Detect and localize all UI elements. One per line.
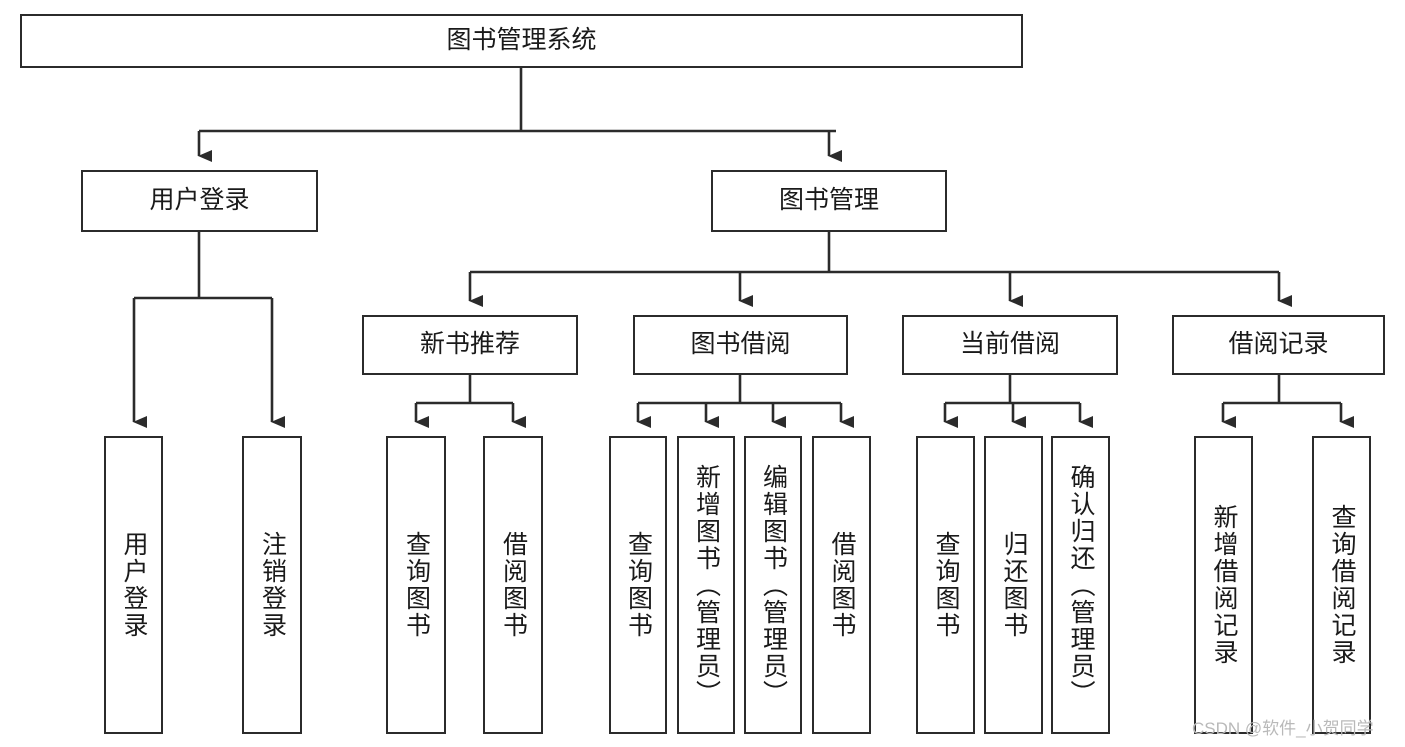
- node-leaf-query-book-1-label: 查询图书: [402, 531, 431, 639]
- node-leaf-return-book[interactable]: 归还图书: [984, 436, 1043, 734]
- node-root-label: 图书管理系统: [446, 26, 597, 55]
- node-leaf-add-book[interactable]: 新增图书（管理员）: [677, 436, 735, 734]
- node-leaf-return-book-label: 归还图书: [1000, 531, 1028, 639]
- node-leaf-borrow-book-1-label: 借阅图书: [499, 531, 528, 639]
- node-leaf-query-record[interactable]: 查询借阅记录: [1312, 436, 1371, 734]
- node-leaf-add-record-label: 新增借阅记录: [1210, 504, 1238, 666]
- node-book-manage[interactable]: 图书管理: [711, 170, 947, 232]
- node-user-login-label: 用户登录: [149, 186, 250, 215]
- node-root[interactable]: 图书管理系统: [20, 14, 1023, 68]
- node-leaf-user-login[interactable]: 用户登录: [104, 436, 163, 734]
- node-user-login[interactable]: 用户登录: [81, 170, 318, 232]
- node-book-borrow-label: 图书借阅: [690, 330, 791, 359]
- node-leaf-query-book-2[interactable]: 查询图书: [609, 436, 667, 734]
- node-leaf-add-book-label: 新增图书（管理员）: [692, 463, 721, 707]
- node-leaf-query-record-label: 查询借阅记录: [1328, 504, 1356, 666]
- node-leaf-query-book-3[interactable]: 查询图书: [916, 436, 975, 734]
- node-leaf-user-login-label: 用户登录: [120, 531, 148, 639]
- node-current-borrow[interactable]: 当前借阅: [902, 315, 1118, 375]
- node-leaf-query-book-2-label: 查询图书: [624, 531, 653, 639]
- node-leaf-edit-book-label: 编辑图书（管理员）: [759, 463, 788, 707]
- node-leaf-borrow-book-2-label: 借阅图书: [828, 531, 856, 639]
- node-leaf-confirm-return[interactable]: 确认归还（管理员）: [1051, 436, 1110, 734]
- node-book-borrow[interactable]: 图书借阅: [633, 315, 848, 375]
- node-leaf-logout-login-label: 注销登录: [258, 531, 287, 639]
- node-borrow-record-label: 借阅记录: [1228, 330, 1329, 359]
- node-leaf-confirm-return-label: 确认归还（管理员）: [1067, 463, 1095, 707]
- node-book-manage-label: 图书管理: [778, 186, 879, 215]
- node-leaf-query-book-1[interactable]: 查询图书: [386, 436, 446, 734]
- node-leaf-add-record[interactable]: 新增借阅记录: [1194, 436, 1253, 734]
- node-leaf-edit-book[interactable]: 编辑图书（管理员）: [744, 436, 802, 734]
- node-new-book-recommend-label: 新书推荐: [419, 330, 520, 359]
- node-current-borrow-label: 当前借阅: [959, 330, 1060, 359]
- node-new-book-recommend[interactable]: 新书推荐: [362, 315, 578, 375]
- node-leaf-logout-login[interactable]: 注销登录: [242, 436, 302, 734]
- node-borrow-record[interactable]: 借阅记录: [1172, 315, 1385, 375]
- node-leaf-query-book-3-label: 查询图书: [932, 531, 960, 639]
- node-leaf-borrow-book-2[interactable]: 借阅图书: [812, 436, 871, 734]
- node-leaf-borrow-book-1[interactable]: 借阅图书: [483, 436, 543, 734]
